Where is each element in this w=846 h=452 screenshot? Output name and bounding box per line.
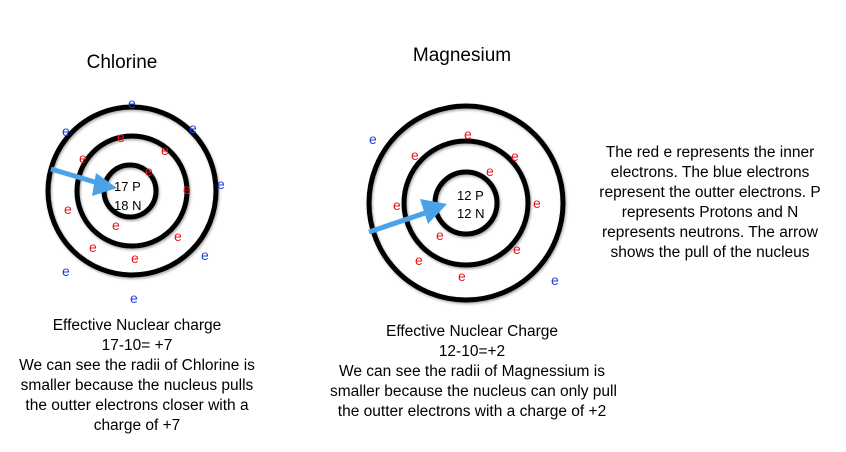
electron-outer: e [551, 272, 559, 288]
electron-middle: e [117, 129, 125, 145]
chlorine-caption-line: the outter electrons closer with a [25, 397, 249, 414]
electron-middle: e [411, 147, 419, 163]
magnesium-caption-formula: 12-10=+2 [438, 343, 506, 360]
electron-middle: e [533, 195, 541, 211]
electron-inner: e [486, 163, 494, 179]
chlorine-caption-line: charge of +7 [93, 417, 181, 434]
electron-middle: e [131, 250, 139, 266]
electron-middle: e [511, 148, 519, 164]
magnesium-middle-shell [401, 138, 531, 268]
magnesium-nucleus-shell [432, 169, 500, 237]
magnesium-protons: 12 P [457, 188, 484, 203]
electron-outer: e [217, 176, 225, 192]
chlorine-caption: Effective Nuclear charge 17-10= +7 We ca… [0, 316, 274, 436]
legend-line: represents Protons and N [621, 204, 799, 221]
magnesium-caption-line: We can see the radii of Magnessium is [339, 363, 605, 380]
chlorine-middle-shell [74, 133, 190, 249]
legend-line: shows the pull of the nucleus [610, 244, 810, 261]
chlorine-caption-formula: 17-10= +7 [101, 337, 173, 354]
legend-line: represent the outter electrons. P [599, 184, 821, 201]
electron-outer: e [62, 123, 70, 139]
electron-middle: e [458, 268, 466, 284]
chlorine-protons: 17 P [114, 179, 141, 194]
electron-middle: e [89, 239, 97, 255]
magnesium-caption-heading: Effective Nuclear Charge [385, 323, 559, 340]
electron-inner: e [436, 227, 444, 243]
electron-outer: e [201, 247, 209, 263]
electron-middle: e [513, 241, 521, 257]
magnesium-nucleus-pull-arrow [368, 199, 447, 235]
magnesium-electrons: e e e e e e e e e e e e [369, 126, 559, 288]
legend-line: represents neutrons. The arrow [602, 224, 818, 241]
electron-middle: e [79, 150, 87, 166]
chlorine-neutrons: 18 N [114, 198, 141, 213]
electron-outer: e [62, 263, 70, 279]
magnesium-caption: Effective Nuclear Charge 12-10=+2 We can… [330, 322, 617, 422]
chlorine-caption-line: We can see the radii of Chlorine is [19, 357, 255, 374]
chlorine-outer-shell [45, 104, 219, 278]
electron-outer: e [130, 290, 138, 306]
electron-middle: e [393, 197, 401, 213]
electron-middle: e [64, 201, 72, 217]
electron-outer: e [128, 95, 136, 111]
legend-explanation: The red e represents the inner electrons… [585, 143, 835, 263]
electron-inner: e [112, 217, 120, 233]
magnesium-title: Magnesium [412, 45, 512, 66]
electron-middle: e [161, 142, 169, 158]
electron-middle: e [174, 228, 182, 244]
electron-outer: e [369, 131, 377, 147]
electron-middle: e [183, 181, 191, 197]
legend-line: The red e represents the inner [605, 144, 815, 161]
magnesium-caption-line: the outter electrons with a charge of +2 [337, 403, 607, 420]
magnesium-caption-line: smaller because the nucleus can only pul… [330, 383, 617, 400]
chlorine-title: Chlorine [86, 52, 158, 73]
magnesium-atom: 12 P 12 N e e e e e e e e e e e e [366, 103, 566, 303]
chlorine-electrons: e e e e e e e e e e e e e e e e e [62, 95, 225, 306]
electron-outer: e [189, 120, 197, 136]
magnesium-neutrons: 12 N [457, 206, 484, 221]
chlorine-caption-line: smaller because the nucleus pulls [20, 377, 254, 394]
magnesium-outer-shell [366, 103, 566, 303]
electron-middle: e [464, 126, 472, 142]
electron-inner: e [145, 163, 153, 179]
chlorine-atom: 17 P 18 N e e e e e e e e e e e e e e e … [45, 95, 225, 306]
legend-line: electrons. The blue electrons [610, 164, 810, 181]
chlorine-caption-heading: Effective Nuclear charge [52, 317, 222, 334]
chlorine-nucleus-pull-arrow [50, 166, 117, 196]
electron-middle: e [415, 252, 423, 268]
